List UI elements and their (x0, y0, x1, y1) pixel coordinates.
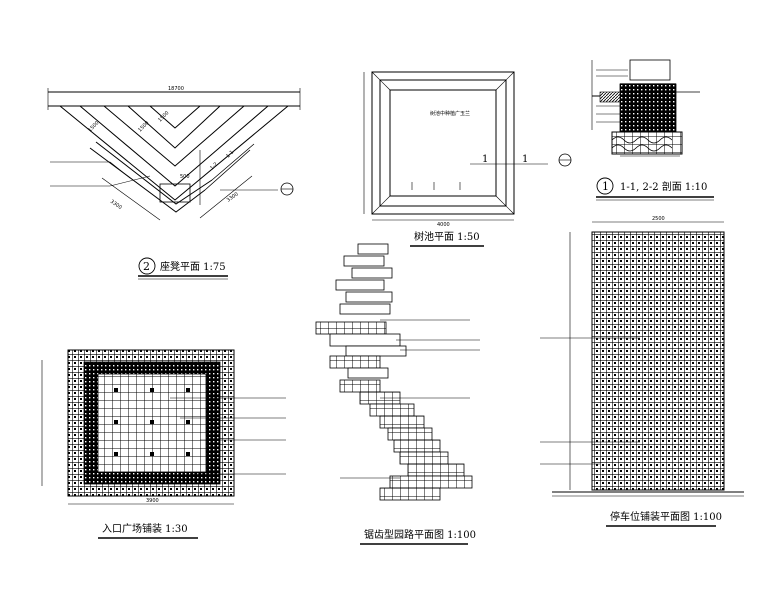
svg-text:1-2: 1-2 (209, 161, 219, 171)
section-title: 1-1, 2-2 剖面 1:10 (620, 180, 707, 193)
svg-text:1: 1 (522, 154, 528, 165)
section-detail: 1 1-1, 2-2 剖面 1:10 (591, 59, 714, 201)
zigzag-path-title: 锯齿型园路平面图 1:100 (364, 528, 476, 541)
parking-plan: 2500 停车位铺装平面图 1:100 (540, 216, 744, 527)
svg-text:3300: 3300 (109, 199, 123, 211)
pool-section-mark: 1 (482, 154, 488, 165)
svg-text:3300: 3300 (226, 191, 240, 203)
svg-text:1500: 1500 (137, 120, 150, 133)
svg-text:4000: 4000 (437, 222, 450, 228)
svg-text:3900: 3900 (146, 498, 159, 504)
parking-plan-title: 停车位铺装平面图 1:100 (610, 510, 722, 523)
zigzag-path (315, 243, 480, 501)
section-number: 1 (602, 180, 609, 193)
svg-text:2500: 2500 (652, 216, 665, 222)
bench-plan-number: 2 (143, 260, 150, 273)
entrance-plaza-title: 入口广场铺装 1:30 (102, 522, 188, 535)
svg-text:18700: 18700 (168, 86, 184, 92)
svg-text:树池中种植广玉兰: 树池中种植广玉兰 (430, 110, 470, 117)
entrance-plaza: 3900 入口广场铺装 1:30 (41, 349, 286, 539)
svg-text:500: 500 (180, 174, 190, 180)
tree-pool-title: 树池平面 1:50 (414, 230, 480, 243)
bench-plan-title: 座凳平面 1:75 (160, 260, 226, 273)
tree-pool-plan: 4000 树池中种植广玉兰 1 1 树池平面 1:50 (363, 71, 572, 247)
bench-plan: 18700 3300 3300 1500 1500 1500 500 1-2 1… (47, 86, 301, 280)
svg-text:1-1: 1-1 (225, 149, 235, 159)
svg-text:1500: 1500 (157, 110, 170, 123)
